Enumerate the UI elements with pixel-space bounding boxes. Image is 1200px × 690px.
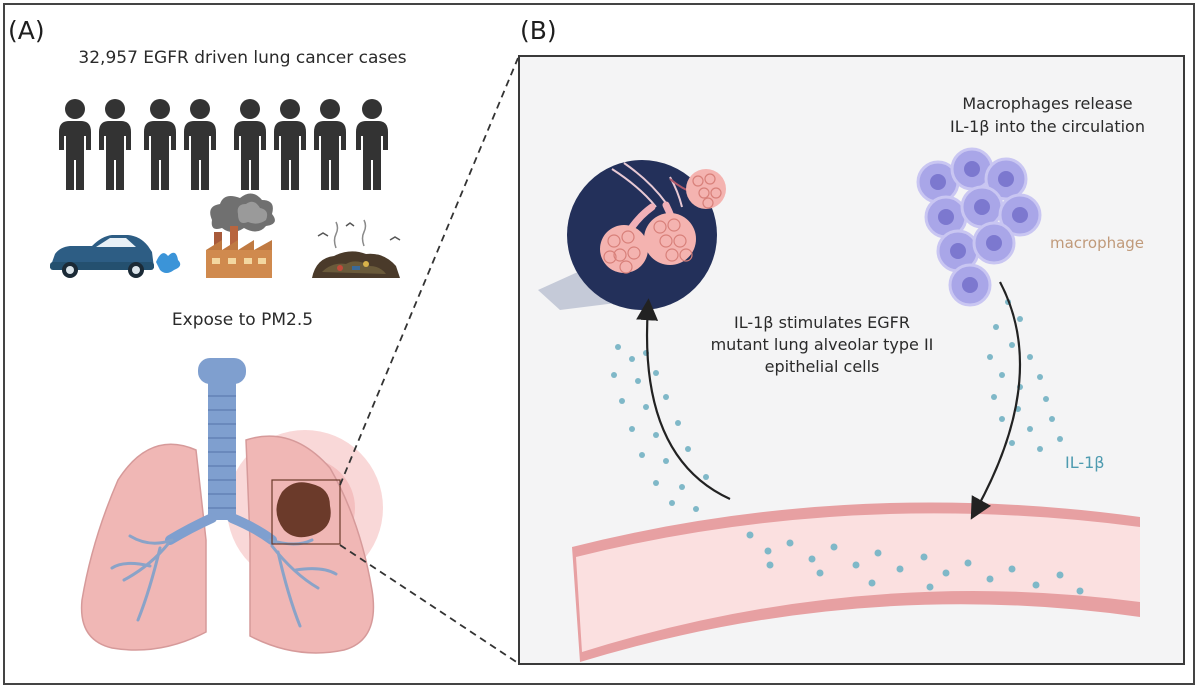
il1b-dot [1057,436,1063,442]
il1b-dot [653,432,659,438]
il1b-dot [653,370,659,376]
il1b-dot [1009,440,1015,446]
il1b-dot [1027,426,1033,432]
il1b-dot [643,404,649,410]
macrophage-release-line-2: IL-1β into the circulation [950,117,1145,136]
il1b-dot [685,446,691,452]
il1b-dot [986,575,994,583]
il1b-dot [764,547,772,555]
il1b-dot [703,474,709,480]
il1b-dot [868,579,876,587]
il1b-dot [896,565,904,573]
il1b-dot [999,416,1005,422]
il1b-dot [987,354,993,360]
il1b-dot [852,561,860,569]
il1b-dot [653,480,659,486]
il1b-released-dots [987,299,1063,452]
stimulates-line-3: epithelial cells [764,357,880,376]
release-arrow [970,281,1022,520]
il1b-dot [675,420,681,426]
il1b-dot [991,394,997,400]
factory-smoke-icon [206,193,275,278]
il1b-dot [639,452,645,458]
panel-b-graphics [538,147,1140,662]
il1b-vessel-dots [746,531,1084,595]
person-icon [274,99,306,190]
il1b-dot [766,561,774,569]
landfill-icon [312,219,401,278]
il1b-dot [999,372,1005,378]
person-icon [234,99,266,190]
macrophage-release-line-1: Macrophages release [962,94,1133,113]
il1b-dot [786,539,794,547]
panel-a-label: (A) [8,16,45,45]
macrophage-cell [960,185,1004,229]
stimulates-line-2: mutant lung alveolar type II [710,335,934,354]
macrophage-release-text: Macrophages release IL-1β into the circu… [910,92,1183,138]
il1b-dot [1032,581,1040,589]
il1b-dot [629,356,635,362]
macrophage-cluster [916,147,1042,307]
il1b-dot [964,559,972,567]
il1b-dot [920,553,928,561]
il1b-dot [874,549,882,557]
il1b-dot [619,398,625,404]
il1b-dot [1076,587,1084,595]
macrophage-cell [948,263,992,307]
people-group [59,99,388,190]
il1b-dot [611,372,617,378]
blood-vessel [572,502,1140,662]
il1b-dot [808,555,816,563]
il1b-dot [1008,565,1016,573]
il1b-dot [1043,396,1049,402]
il1b-dot [635,378,641,384]
panel-b-box: Macrophages release IL-1β into the circu… [518,55,1185,665]
il1b-dot [669,500,675,506]
il1b-dot [663,458,669,464]
macrophage-cell [972,221,1016,265]
car-exhaust-icon [50,235,181,278]
il1b-dot [1009,342,1015,348]
il1b-dot [629,426,635,432]
il1b-dot [693,506,699,512]
il1b-dot [942,569,950,577]
person-icon [184,99,216,190]
il1b-dot [679,484,685,490]
stimulate-arrow [636,298,731,501]
il1b-dot [1017,316,1023,322]
exposure-text: Expose to PM2.5 [171,310,314,330]
il1b-dot [993,324,999,330]
macrophage-cell [924,195,968,239]
callout-pointer [538,271,616,310]
macrophage-cell [998,193,1042,237]
il1b-dot [1037,374,1043,380]
person-icon [99,99,131,190]
il1b-dot [746,531,754,539]
il1b-dot [615,344,621,350]
person-icon [144,99,176,190]
il1b-dot [1037,446,1043,452]
il1b-dot [1027,354,1033,360]
person-icon [356,99,388,190]
stimulates-text: IL-1β stimulates EGFR mutant lung alveol… [692,312,952,378]
il1b-dot [830,543,838,551]
il1b-dot [1049,416,1055,422]
il1b-stimulating-dots [611,344,709,512]
panel-b-label: (B) [520,16,557,45]
il1b-dot [816,569,824,577]
lungs-illustration [80,358,383,654]
alveoli-illustration [567,160,726,310]
il1b-dot [926,583,934,591]
stimulates-line-1: IL-1β stimulates EGFR [734,313,910,332]
zoom-line-top [339,57,519,486]
il1b-label: IL-1β [1065,453,1105,472]
macrophage-label: macrophage [1050,234,1145,252]
cases-text: 32,957 EGFR driven lung cancer cases [78,48,407,68]
person-icon [314,99,346,190]
il1b-dot [663,394,669,400]
person-icon [59,99,91,190]
il1b-dot [1056,571,1064,579]
